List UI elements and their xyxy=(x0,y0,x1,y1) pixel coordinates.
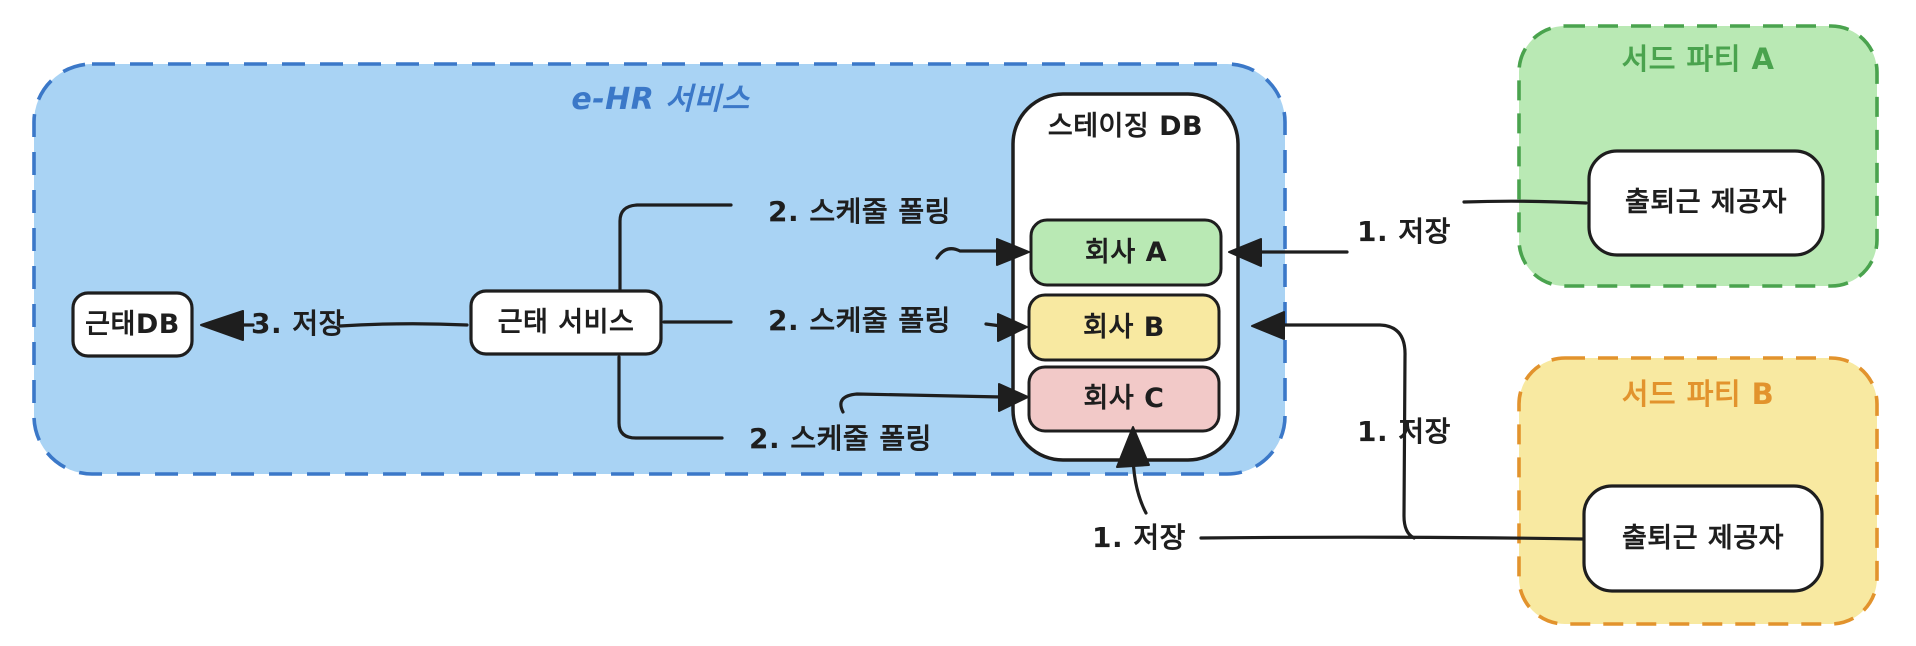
provider-a-label: 출퇴근 제공자 xyxy=(1625,187,1787,218)
provider-a-box xyxy=(1587,149,1825,257)
line-save3-right xyxy=(338,322,469,328)
provider-b-label: 출퇴근 제공자 xyxy=(1622,523,1784,554)
save1-label-c: 1. 저장 xyxy=(1092,521,1186,554)
line-poll-bottom-arrow xyxy=(839,392,1004,414)
save1-label-b: 1. 저장 xyxy=(1357,415,1451,448)
company-c-label: 회사 C xyxy=(1083,383,1165,414)
line-save1-b-horizontal xyxy=(1199,535,1585,541)
arrowhead-to-company-a-left xyxy=(996,238,1030,266)
line-poll-bottom xyxy=(617,355,724,440)
company-b-label: 회사 B xyxy=(1083,312,1165,343)
arrowhead-to-company-b-right xyxy=(1251,311,1285,340)
line-poll-top xyxy=(618,203,733,291)
polling-label-top: 2. 스케줄 폴링 xyxy=(768,195,951,228)
save3-label: 3. 저장 xyxy=(251,307,345,340)
company-b-box xyxy=(1027,293,1221,362)
arrowhead-to-staging-bottom xyxy=(1116,426,1150,468)
line-poll-top-arrow xyxy=(935,247,1002,260)
staging-db-title: 스테이징 DB xyxy=(1047,111,1204,142)
ehr-region-title: e-HR 서비스 xyxy=(571,82,750,117)
arrowhead-to-company-b-left xyxy=(997,313,1028,342)
line-save1-a-right xyxy=(1462,199,1588,205)
attendance-service-box xyxy=(469,289,663,356)
polling-label-bottom: 2. 스케줄 폴링 xyxy=(749,422,932,455)
third-party-a-title: 서드 파티 A xyxy=(1621,42,1775,76)
line-save1-b-up xyxy=(1283,323,1416,540)
attendance-service-label: 근태 서비스 xyxy=(497,307,635,338)
company-a-label: 회사 A xyxy=(1085,237,1167,268)
company-c-box xyxy=(1027,365,1221,433)
company-a-box xyxy=(1029,218,1223,287)
attendance-db-label: 근태DB xyxy=(85,309,180,340)
arrowhead-to-company-c-left xyxy=(998,383,1029,412)
ehr-region xyxy=(32,62,1287,476)
third-party-b-title: 서드 파티 B xyxy=(1621,377,1775,411)
arrowhead-to-company-a-right xyxy=(1228,238,1262,267)
polling-label-mid: 2. 스케줄 폴링 xyxy=(768,304,951,337)
attendance-db-box xyxy=(71,291,194,358)
save1-label-a: 1. 저장 xyxy=(1357,215,1451,248)
arrowhead-to-attendance-db xyxy=(200,310,244,341)
